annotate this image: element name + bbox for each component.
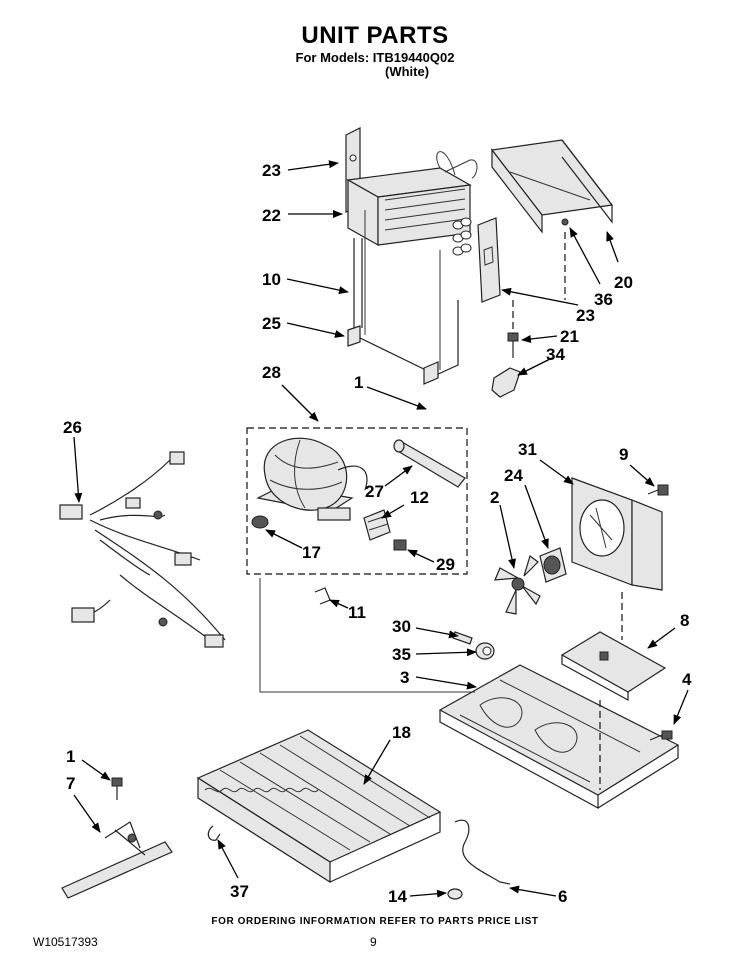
color-line: (White) bbox=[385, 64, 430, 79]
condenser-bracket-right bbox=[477, 217, 501, 303]
air-duct bbox=[490, 139, 614, 234]
callout-37: 37 bbox=[230, 882, 249, 901]
callout-4: 4 bbox=[682, 670, 692, 689]
callout-21: 21 bbox=[560, 327, 579, 346]
tube-nut bbox=[452, 631, 473, 645]
connector-lines bbox=[259, 232, 623, 790]
callout-34: 34 bbox=[546, 345, 565, 364]
callout-36: 36 bbox=[594, 290, 613, 309]
callout-1-lower: 1 bbox=[66, 747, 75, 766]
cord-bracket bbox=[61, 821, 173, 899]
callout-26: 26 bbox=[63, 418, 82, 437]
grommet-small bbox=[475, 642, 495, 660]
callout-22: 22 bbox=[262, 206, 281, 225]
callout-27: 27 bbox=[365, 482, 384, 501]
fan-shroud bbox=[571, 477, 663, 591]
callout-12: 12 bbox=[410, 488, 429, 507]
drier bbox=[393, 439, 466, 488]
drain-tube bbox=[454, 819, 511, 885]
callout-18: 18 bbox=[392, 723, 411, 742]
fan-bracket bbox=[560, 631, 667, 702]
lower-screw bbox=[111, 777, 123, 800]
callout-35: 35 bbox=[392, 645, 411, 664]
grommet bbox=[251, 515, 269, 529]
callout-23-left: 23 bbox=[262, 161, 281, 180]
overload bbox=[393, 539, 407, 551]
leader-lines bbox=[73, 160, 689, 898]
shoulder-screw bbox=[647, 484, 669, 496]
screw bbox=[507, 332, 519, 358]
compressor bbox=[256, 437, 368, 521]
callout-17: 17 bbox=[302, 543, 321, 562]
clip-small bbox=[314, 587, 331, 605]
wiring-harness bbox=[59, 451, 226, 648]
condenser-coil bbox=[346, 151, 478, 256]
fan-motor bbox=[539, 547, 567, 583]
callout-30: 30 bbox=[392, 617, 411, 636]
compressor-assembly-box bbox=[246, 427, 468, 575]
page-number: 9 bbox=[370, 935, 377, 949]
hose-clamp bbox=[207, 825, 221, 841]
page-title: UNIT PARTS bbox=[301, 22, 449, 49]
models-line: For Models: ITB19440Q02 bbox=[295, 50, 455, 65]
callout-28: 28 bbox=[262, 363, 281, 382]
callout-1-upper: 1 bbox=[354, 373, 363, 392]
callout-9: 9 bbox=[619, 445, 628, 464]
callout-7: 7 bbox=[66, 774, 75, 793]
mounting-clip bbox=[491, 367, 521, 398]
base-pan bbox=[438, 664, 680, 810]
callout-20: 20 bbox=[614, 273, 633, 292]
document-number: W10517393 bbox=[33, 935, 98, 949]
callout-labels: 23 22 10 25 28 1 26 27 12 17 29 11 30 35… bbox=[63, 161, 692, 906]
callout-11: 11 bbox=[348, 603, 366, 622]
callout-24: 24 bbox=[504, 466, 523, 485]
callout-31: 31 bbox=[518, 440, 537, 459]
base-screw bbox=[649, 730, 673, 741]
tube-cap bbox=[447, 888, 463, 900]
callout-8: 8 bbox=[680, 611, 689, 630]
condenser-wire-frame bbox=[347, 210, 459, 385]
callout-6: 6 bbox=[558, 887, 567, 906]
relay bbox=[363, 509, 391, 541]
ordering-note: FOR ORDERING INFORMATION REFER TO PARTS … bbox=[211, 916, 539, 927]
callout-23-right: 23 bbox=[576, 306, 595, 325]
callout-3: 3 bbox=[400, 668, 409, 687]
callout-25: 25 bbox=[262, 314, 281, 333]
callout-2: 2 bbox=[490, 488, 499, 507]
fan-blade bbox=[494, 555, 541, 615]
callout-10: 10 bbox=[262, 270, 281, 289]
callout-29: 29 bbox=[436, 555, 455, 574]
condenser bbox=[196, 729, 442, 884]
callout-14: 14 bbox=[388, 887, 407, 906]
